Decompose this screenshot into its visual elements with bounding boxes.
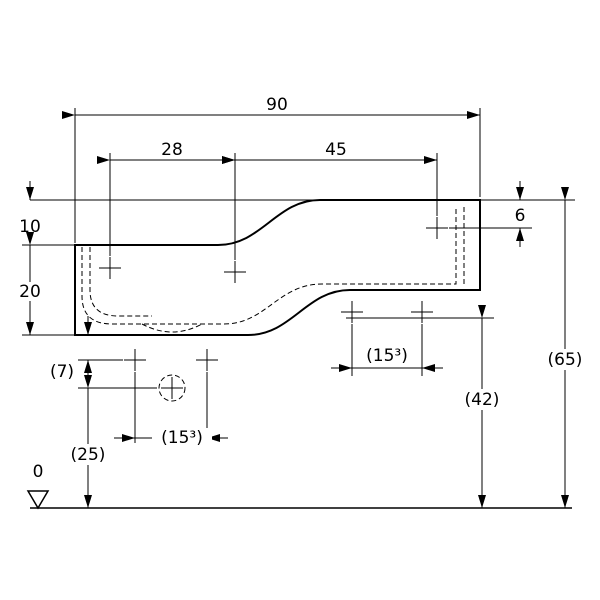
- bg-42: [459, 389, 505, 410]
- label-rim-offset: 10: [19, 217, 41, 237]
- drill-hole-icon: [223, 260, 247, 284]
- label-spacing-right-holes: (15³): [366, 346, 408, 366]
- label-offset-left-holes: (7): [50, 362, 74, 382]
- bg-25: [65, 444, 111, 465]
- basin-outline: [74, 199, 481, 336]
- label-total-width: 90: [266, 95, 288, 115]
- label-backgrounds: [17, 282, 588, 465]
- basin-hidden-contour: [81, 206, 457, 325]
- label-height-drain: (25): [71, 445, 106, 465]
- mounting-hole-icon: [195, 348, 219, 372]
- datum-triangle-icon: [26, 490, 50, 510]
- mounting-hole-icon: [123, 348, 147, 372]
- label-height-rim: (65): [548, 350, 583, 370]
- extension-lines: [22, 108, 575, 443]
- label-right-span: 45: [325, 140, 347, 160]
- drill-holes: [98, 216, 449, 402]
- bg-20: [17, 282, 43, 301]
- label-body-height: 20: [19, 282, 41, 302]
- bowl-drain-dip: [141, 323, 203, 333]
- dimension-labels: 90 28 45 10 20 6 (65) (42) (7) (25) (15³…: [19, 95, 582, 482]
- bowl-inner-wall: [89, 247, 152, 317]
- bg-15l: [152, 428, 212, 447]
- drain-circle: [158, 374, 186, 402]
- label-height-right-holes: (42): [465, 390, 500, 410]
- basin-solid-contour: [74, 199, 481, 336]
- tap-hole-icon: [425, 216, 449, 240]
- label-datum-zero: 0: [33, 462, 44, 482]
- label-tap-drop: 6: [515, 206, 526, 226]
- mounting-hole-icon: [340, 300, 364, 324]
- label-spacing-left-holes: (15³): [161, 428, 203, 448]
- bg-65: [542, 349, 588, 370]
- datum-group: [26, 490, 572, 510]
- drain-hole-icon: [160, 376, 184, 400]
- mounting-hole-icon: [410, 300, 434, 324]
- label-left-span: 28: [161, 140, 183, 160]
- drill-hole-icon: [98, 256, 122, 280]
